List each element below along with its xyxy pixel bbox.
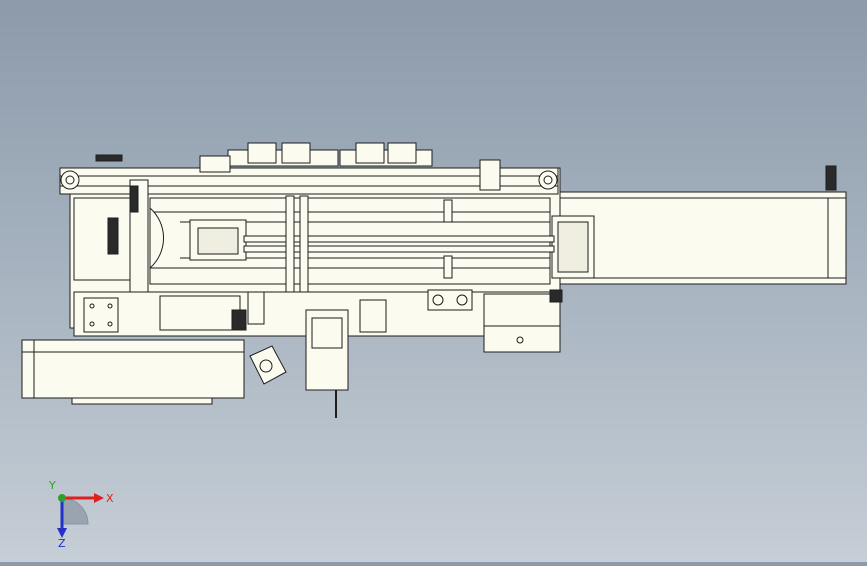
gantry-column-left [285, 195, 295, 297]
right-conveyor-rail [547, 191, 847, 285]
bracket-plate-left [83, 297, 119, 333]
right-conveyor-endcap [827, 197, 847, 279]
z-axis-label: Z [58, 537, 66, 548]
gantry-column-right [299, 195, 309, 297]
ejector-motor [549, 289, 563, 303]
x-axis-label: X [106, 492, 114, 505]
left-motor [129, 185, 139, 213]
bottom-conveyor [21, 339, 245, 399]
rotary-disc [149, 206, 164, 270]
left-module [73, 197, 131, 281]
y-axis-dot [58, 494, 66, 502]
top-label-block [95, 154, 123, 162]
middle-motor [231, 309, 247, 331]
y-axis-label: Y [48, 479, 56, 492]
coordinate-triad: X Z Y [40, 478, 120, 550]
right-motor [825, 165, 837, 191]
top-guide-right [339, 149, 433, 167]
